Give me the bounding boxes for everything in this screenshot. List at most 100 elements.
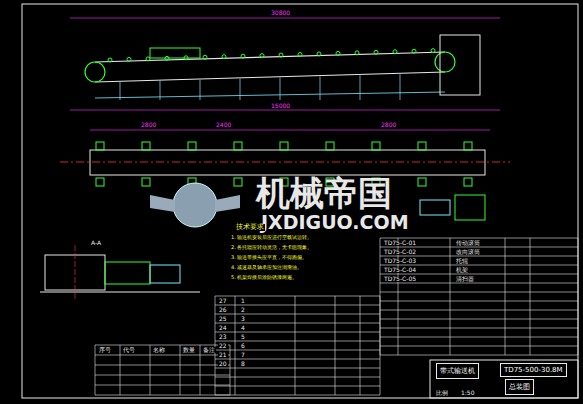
hopper [150, 48, 200, 58]
support-leg [120, 82, 121, 100]
belt-lower [95, 72, 445, 82]
carrying-idler [431, 49, 435, 53]
reducer [420, 200, 450, 215]
drawing-label: 机械帝国 [255, 176, 393, 210]
table-line [215, 350, 380, 351]
table-line [215, 332, 380, 333]
table-line [215, 368, 380, 369]
carrying-idler [355, 51, 359, 55]
drawing-label: 5. 机架焊接后涂防锈漆两遍。 [230, 275, 298, 280]
drawing-label: 序号 [98, 347, 112, 353]
sheet-frame [22, 4, 578, 398]
leg-base [418, 142, 426, 150]
drawing-label: 27 [218, 298, 228, 304]
motor-section [150, 265, 180, 283]
carrying-idler [336, 51, 340, 55]
drawing-label: 5 [240, 334, 246, 340]
drawing-label: 技术要求 [235, 224, 265, 231]
table-line [380, 301, 578, 302]
drawing-label: 22 [218, 343, 228, 349]
leg-base [142, 142, 150, 150]
table-line [380, 355, 578, 356]
drawing-label: 传动滚筒 [455, 240, 481, 246]
tail-pulley [85, 62, 105, 82]
leg-base [188, 142, 196, 150]
drawing-label: 改向滚筒 [455, 249, 481, 255]
dimension-line [70, 18, 500, 19]
drawing-label: 机架 [455, 267, 469, 273]
table-line [215, 296, 216, 395]
head-pulley [435, 52, 455, 72]
carrying-idler [393, 50, 397, 54]
title-text: TD75-500-30.8M [504, 366, 563, 374]
table-line [95, 375, 230, 376]
table-line [215, 377, 380, 378]
drawing-label: A-A [90, 240, 102, 246]
table-line [180, 345, 181, 395]
leg-base [418, 178, 426, 186]
table-line [215, 395, 380, 396]
table-line [380, 283, 578, 284]
support-leg [320, 77, 321, 101]
drawing-label: JXDIGUO.COM [260, 213, 410, 232]
carrying-idler [412, 49, 416, 53]
support-leg [200, 80, 201, 100]
carrying-idler [374, 50, 378, 54]
support-leg [240, 79, 241, 100]
carrying-idler [127, 57, 131, 61]
table-line [235, 296, 236, 395]
title-text: 带式输送机 [440, 366, 475, 376]
table-line [380, 337, 578, 338]
drawing-label: 3 [240, 316, 246, 322]
leg-base [464, 178, 472, 186]
drawing-label: 4 [240, 325, 246, 331]
logo-wing [150, 195, 240, 212]
table-line [215, 323, 380, 324]
leg-base [234, 178, 242, 186]
table-line [578, 238, 579, 355]
table-line [215, 359, 380, 360]
leg-base [96, 178, 104, 186]
carrying-idler [317, 52, 321, 56]
drawing-label: 2. 各托辊应转动灵活，无卡阻现象。 [230, 245, 313, 250]
table-line [380, 319, 578, 320]
drawing-label: 15000 [270, 103, 291, 109]
drawing-label: 2800 [380, 122, 397, 128]
drawing-label: 21 [218, 352, 228, 358]
table-line [215, 341, 380, 342]
drawing-label: 1. 输送机安装后应进行空载试运转。 [230, 235, 313, 240]
dimension-line [70, 110, 500, 111]
table-line [95, 395, 230, 396]
table-line [295, 296, 296, 395]
carrying-idler [203, 55, 207, 59]
table-line [95, 385, 230, 386]
leg-base [280, 142, 288, 150]
table-line [380, 310, 578, 311]
plan-frame [90, 150, 485, 175]
table-line [200, 345, 201, 395]
center-line [75, 245, 76, 300]
drawing-label: 25 [218, 316, 228, 322]
drawing-label: 3. 输送带接头应平直，不得跑偏。 [230, 255, 308, 260]
carrying-idler [108, 58, 112, 62]
title-cell: 带式输送机 [436, 363, 479, 379]
table-line [95, 355, 230, 356]
carrying-idler [298, 53, 302, 57]
table-line [380, 238, 381, 355]
dimension-line [90, 130, 490, 131]
drawing-label: 1:50 [460, 390, 475, 396]
drawing-label: 23 [218, 334, 228, 340]
table-line [380, 328, 578, 329]
drawing-label: TD75-C-05 [383, 276, 417, 282]
frame-rail [95, 92, 445, 98]
support-leg [360, 75, 361, 100]
table-line [230, 345, 231, 395]
drawing-label: 24 [218, 325, 228, 331]
leg-base [464, 142, 472, 150]
drawing-label: 备注 [202, 347, 216, 353]
table-line [380, 265, 578, 266]
drawing-label: 8 [240, 361, 246, 367]
title-cell: 总装图 [505, 379, 534, 395]
carrying-idler [279, 53, 283, 57]
center-line [60, 162, 510, 163]
